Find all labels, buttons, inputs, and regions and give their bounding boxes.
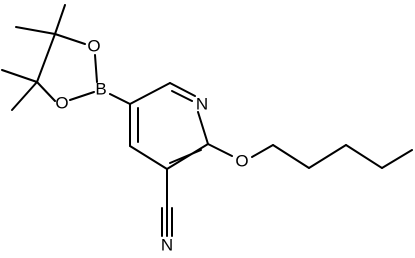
atom-label-ether-o: O	[235, 152, 248, 171]
bond-c5-b	[109, 93, 131, 105]
nitrile-group	[161, 168, 173, 237]
bond-c-c-ring	[36, 33, 56, 83]
bond-o-lower-c	[36, 81, 56, 102]
bond-c5-c6	[129, 82, 171, 105]
atom-label-pyridine-n: N	[196, 95, 208, 114]
pentyloxy-chain	[207, 143, 413, 169]
bond-chain-3	[345, 144, 383, 169]
bond-n1-c2	[197, 111, 209, 145]
pyridine-ring	[129, 82, 209, 170]
bond-c3-c4	[129, 145, 168, 170]
bond-chain-1	[272, 144, 310, 169]
bond-b-o-lower	[69, 91, 95, 101]
atom-label-boronate-o-lower: O	[55, 94, 68, 113]
atom-label-nitrile-n: N	[161, 236, 173, 255]
atom-label-boronate-o-upper: O	[87, 37, 100, 56]
bond-methyl-1	[54, 4, 66, 35]
atom-label-boron: B	[95, 80, 106, 99]
bond-methyl-3	[1, 69, 38, 83]
bond-c2-c3-inner	[169, 149, 202, 164]
bond-o-upper-c	[54, 33, 86, 45]
pinacol-boronate	[1, 4, 131, 111]
bond-chain-2	[308, 144, 347, 169]
bond-c6-n1-inner	[171, 90, 193, 102]
bond-c6-n1	[169, 82, 196, 97]
bond-chain-4	[381, 149, 413, 169]
bond-c2-o	[207, 143, 233, 157]
bond-b-o-upper	[94, 54, 98, 83]
bond-methyl-4	[11, 81, 38, 111]
bond-o-ch2	[251, 144, 274, 158]
bond-methyl-2	[15, 26, 56, 35]
